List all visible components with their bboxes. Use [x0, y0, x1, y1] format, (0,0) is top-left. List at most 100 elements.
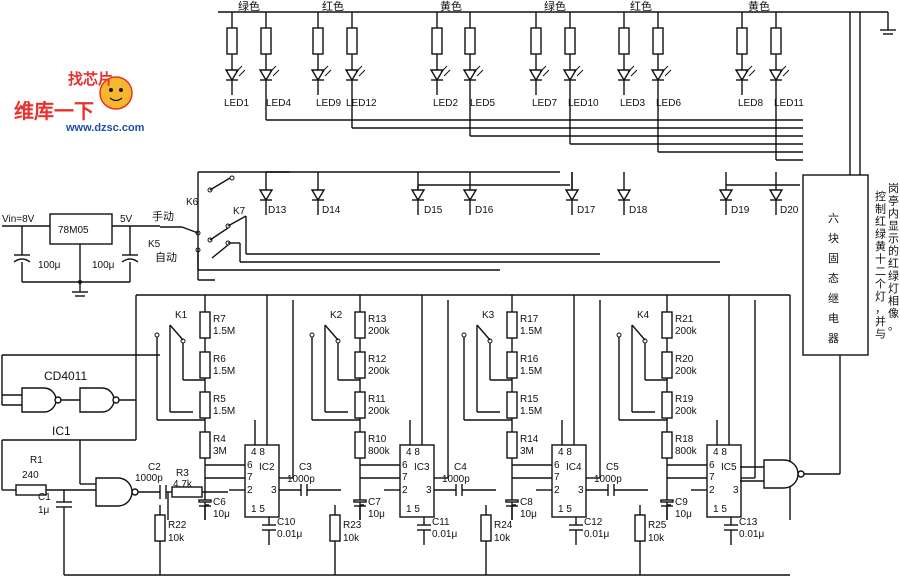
cap-label: C13 — [739, 517, 758, 528]
resistor-symbol — [260, 27, 272, 55]
cap-label: C10 — [277, 517, 296, 528]
resistor-label: R17 — [520, 314, 539, 325]
cap-label: C3 — [299, 462, 312, 473]
ic-pins-bottom: 1 5 — [406, 504, 420, 515]
ic-label: IC4 — [566, 462, 582, 473]
site-logo[interactable]: 找芯片 维库一下 www.dzsc.com — [14, 70, 145, 134]
note-char: 红 — [888, 257, 899, 270]
diode-icon — [718, 189, 734, 202]
ic-pins-top: 4 8 — [406, 447, 420, 458]
led-icon — [562, 69, 578, 82]
ic-pins-bottom: 1 5 — [713, 504, 727, 515]
resistor-value: 1.5M — [520, 326, 542, 337]
led-label: LED10 — [568, 98, 599, 109]
led-label: LED11 — [774, 98, 804, 109]
selector-label: K3 — [482, 310, 495, 321]
r3-value: 4.7k — [173, 479, 193, 490]
ic-pin: 3 — [733, 485, 739, 496]
resistor-value: 800k — [368, 446, 391, 457]
diode-symbol — [616, 172, 632, 215]
cd4011-gates — [1, 354, 160, 413]
resistor-value: 10k — [494, 533, 511, 544]
clock-section — [1, 439, 790, 576]
led-icon — [528, 69, 544, 82]
led-branch — [429, 12, 451, 95]
resistor-symbol — [199, 351, 211, 379]
relay-char: 固 — [828, 252, 839, 265]
ic-pin: 6 — [554, 460, 560, 471]
logo-url[interactable]: www.dzsc.com — [65, 122, 145, 134]
led-branch — [650, 12, 672, 95]
resistor-symbol — [506, 351, 518, 379]
cap-label: C5 — [606, 462, 619, 473]
ic-pin: 7 — [402, 472, 408, 483]
diode-label: D16 — [475, 205, 494, 216]
cd4011-label: CD4011 — [44, 369, 87, 383]
resistor-value: 3M — [520, 446, 534, 457]
mode-switch[interactable] — [160, 171, 720, 281]
cap-value: 1000p — [594, 474, 622, 485]
cap-label: C6 — [213, 497, 226, 508]
ic-pin: 3 — [271, 485, 277, 496]
ic1-label: IC1 — [52, 424, 71, 438]
note-char: 黄 — [875, 239, 886, 253]
resistor-value: 10k — [343, 533, 360, 544]
diode-label: D19 — [731, 205, 750, 216]
resistor-value: 200k — [675, 326, 698, 337]
resistor-symbol — [354, 431, 366, 459]
resistor-symbol — [354, 391, 366, 419]
output-gate — [740, 355, 841, 489]
ic-pin: 2 — [709, 485, 715, 496]
note-char: 个 — [875, 278, 886, 291]
led-label: LED5 — [470, 98, 495, 109]
cap-value: 0.01μ — [739, 529, 764, 540]
resistor-symbol — [618, 27, 630, 55]
diode-icon — [564, 189, 580, 202]
led-branch — [462, 12, 484, 95]
resistor-value: 10k — [168, 533, 185, 544]
ic-pin: 7 — [554, 472, 560, 483]
ic-pin: 6 — [402, 460, 408, 471]
led-label: LED8 — [738, 98, 763, 109]
note-char: 与 — [875, 328, 886, 341]
cap-label: C12 — [584, 517, 603, 528]
power-supply — [2, 213, 160, 297]
led-icon — [462, 69, 478, 82]
timer-ic — [706, 444, 742, 518]
note-char: 并 — [875, 314, 886, 328]
resistor-label: R22 — [168, 520, 187, 531]
resistor-symbol — [199, 311, 211, 339]
diode-icon — [310, 189, 326, 202]
ic-pins-top: 4 8 — [558, 447, 572, 458]
ic-pins-top: 4 8 — [713, 447, 727, 458]
note-char: 亭 — [888, 194, 899, 208]
c2-label: C2 — [148, 462, 161, 473]
note-char: 的 — [888, 244, 899, 258]
relay-char: 态 — [828, 272, 839, 285]
led-icon — [429, 69, 445, 82]
diode-symbol — [310, 172, 326, 215]
note-char: 相 — [888, 295, 899, 308]
note-char: 灯 — [888, 282, 899, 295]
resistor-label: R19 — [675, 394, 694, 405]
cap-label: C7 — [368, 497, 381, 508]
resistor-label: R7 — [213, 314, 226, 325]
ic-pin: 2 — [402, 485, 408, 496]
led-branch — [562, 12, 584, 95]
c1-value: 1μ — [38, 505, 50, 516]
resistor-value: 3M — [213, 446, 227, 457]
note-char: 内 — [888, 206, 899, 220]
r3-label: R3 — [176, 468, 189, 479]
resistor-symbol — [770, 27, 782, 55]
color-label-red-1: 红色 — [322, 0, 344, 13]
resistor-symbol — [530, 27, 542, 55]
switch-label-k5: K5 — [148, 239, 161, 250]
note-char: 十 — [875, 252, 886, 266]
resistor-value: 10k — [648, 533, 665, 544]
led-branch — [768, 12, 790, 95]
resistor-value: 1.5M — [213, 406, 235, 417]
ic-pin: 2 — [554, 485, 560, 496]
